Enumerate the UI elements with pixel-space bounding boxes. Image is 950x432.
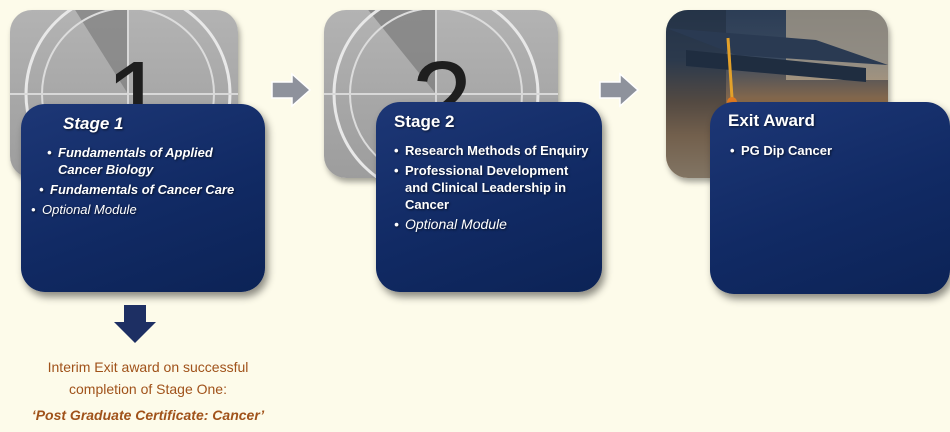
stage-2-title: Stage 2 [394, 112, 455, 131]
exit-award-list: PG Dip Cancer [730, 142, 930, 162]
stage-1-card: Stage 1 Fundamentals of Applied Cancer B… [21, 104, 265, 292]
interim-note-line-1: Interim Exit award on successful [47, 359, 249, 375]
right-arrow-icon [271, 72, 312, 108]
stage-1-optional-module: Optional Module [31, 201, 252, 218]
down-arrow-icon [114, 305, 156, 343]
stage-2-module-item: Research Methods of Enquiry [394, 142, 594, 159]
exit-award-card: Exit Award PG Dip Cancer [710, 102, 950, 294]
exit-award-item: PG Dip Cancer [730, 142, 930, 159]
stage-1-module-item: Fundamentals of Applied Cancer Biology [47, 144, 252, 178]
stage-1-module-item: Fundamentals of Cancer Care [39, 181, 252, 198]
stage-2-optional-module: Optional Module [394, 216, 594, 233]
stage-2-module-item: Professional Development and Clinical Le… [394, 162, 594, 213]
graduation-cap-photo [666, 10, 888, 178]
stage-2-card: Stage 2 Research Methods of Enquiry Prof… [376, 102, 602, 292]
stage-2-module-list: Research Methods of Enquiry Professional… [394, 142, 594, 236]
stage-1-title: Stage 1 [63, 114, 124, 133]
right-arrow-icon [599, 72, 640, 108]
interim-note-line-2: completion of Stage One: [69, 381, 227, 397]
interim-award-name: ‘Post Graduate Certificate: Cancer’ [31, 407, 265, 423]
exit-award-title: Exit Award [728, 111, 815, 130]
stage-1-module-list: Fundamentals of Applied Cancer Biology F… [31, 144, 252, 221]
